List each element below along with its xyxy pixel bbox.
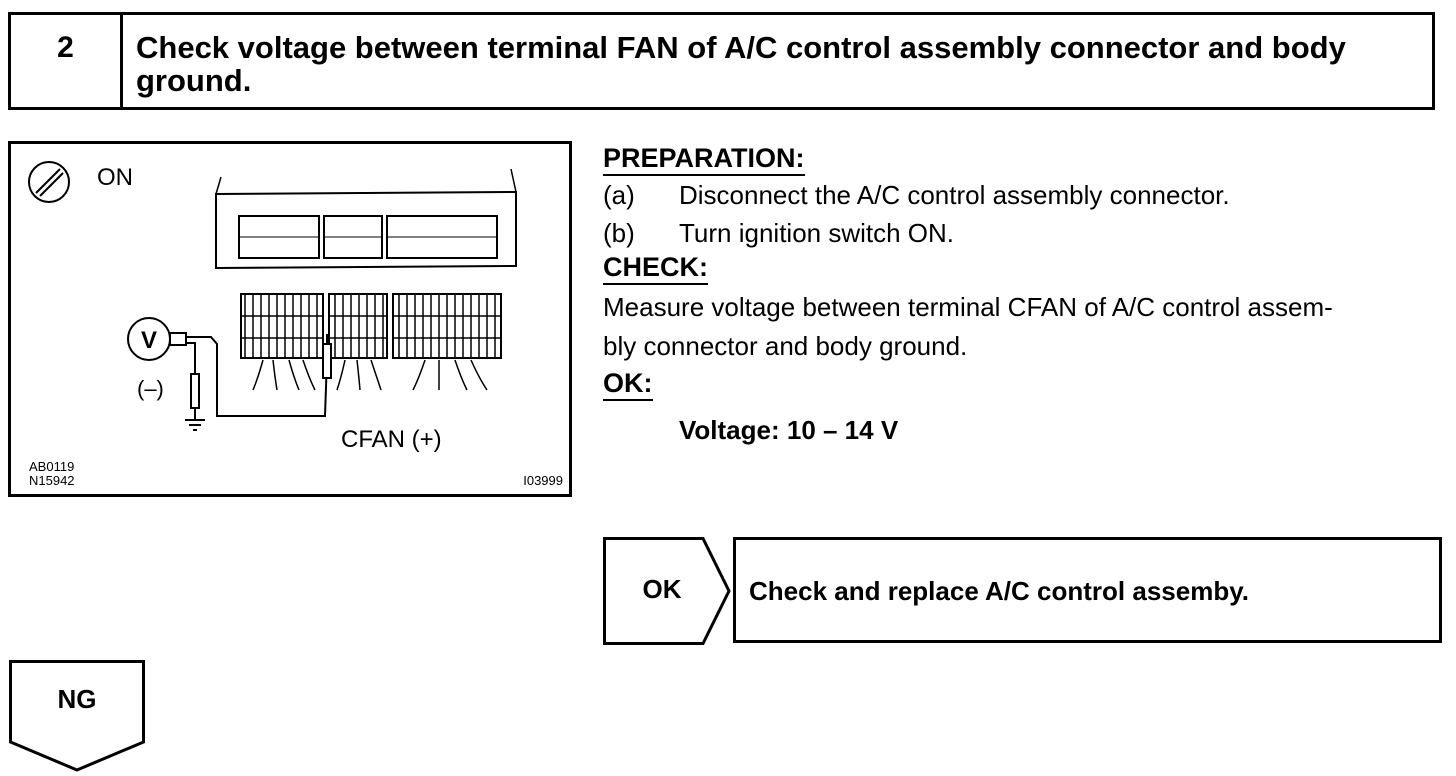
connector-right (392, 293, 502, 391)
step-title: Check voltage between terminal FAN of A/… (136, 30, 1346, 98)
voltmeter-symbol: V (141, 327, 157, 354)
check-text: Measure voltage between terminal CFAN of… (603, 288, 1443, 366)
ok-arrow-shape (603, 537, 731, 645)
wiring-illustration: V ON (–) CFAN (+) AB0119 N15942 I03999 (8, 141, 572, 497)
procedure-text: PREPARATION: (a) Disconnect the A/C cont… (603, 143, 1443, 449)
preparation-step: (b) Turn ignition switch ON. (603, 214, 1443, 252)
connector-middle (328, 293, 388, 391)
ng-arrow-shape (9, 660, 145, 772)
voltage-spec: Voltage: 10 – 14 V (679, 415, 899, 445)
terminal-label: CFAN (+) (341, 426, 442, 453)
ng-label: NG (57, 684, 97, 714)
step-number: 2 (11, 15, 123, 107)
step-marker: (a) (603, 180, 635, 210)
step-header: 2 Check voltage between terminal FAN of … (8, 12, 1435, 110)
check-line: bly connector and body ground. (603, 331, 968, 361)
check-line: Measure voltage between terminal CFAN of… (603, 292, 1333, 322)
probe-leads (186, 336, 328, 420)
check-heading: CHECK: (603, 252, 708, 285)
probe-tip (322, 334, 332, 379)
ignition-key-icon (28, 161, 70, 203)
step-text: Disconnect the A/C control assembly conn… (679, 180, 1230, 210)
ok-label: OK (642, 574, 682, 604)
figure-code: N15942 (29, 473, 75, 488)
step-text: Turn ignition switch ON. (679, 218, 955, 248)
step-marker: (b) (603, 218, 635, 248)
connector-diagram: V (28, 161, 517, 431)
ok-heading: OK: (603, 368, 653, 401)
figure-code: I03999 (523, 473, 563, 488)
preparation-step: (a) Disconnect the A/C control assembly … (603, 176, 1443, 214)
figure-code: AB0119 (29, 459, 75, 474)
control-unit (215, 168, 517, 270)
preparation-heading: PREPARATION: (603, 143, 805, 176)
connector-left (240, 293, 324, 391)
ground-icon (185, 419, 205, 431)
negative-probe-label: (–) (137, 376, 164, 401)
voltmeter-icon: V (127, 317, 187, 361)
ok-action-box: Check and replace A/C control assemby. (733, 537, 1442, 643)
switch-label: ON (97, 164, 133, 191)
